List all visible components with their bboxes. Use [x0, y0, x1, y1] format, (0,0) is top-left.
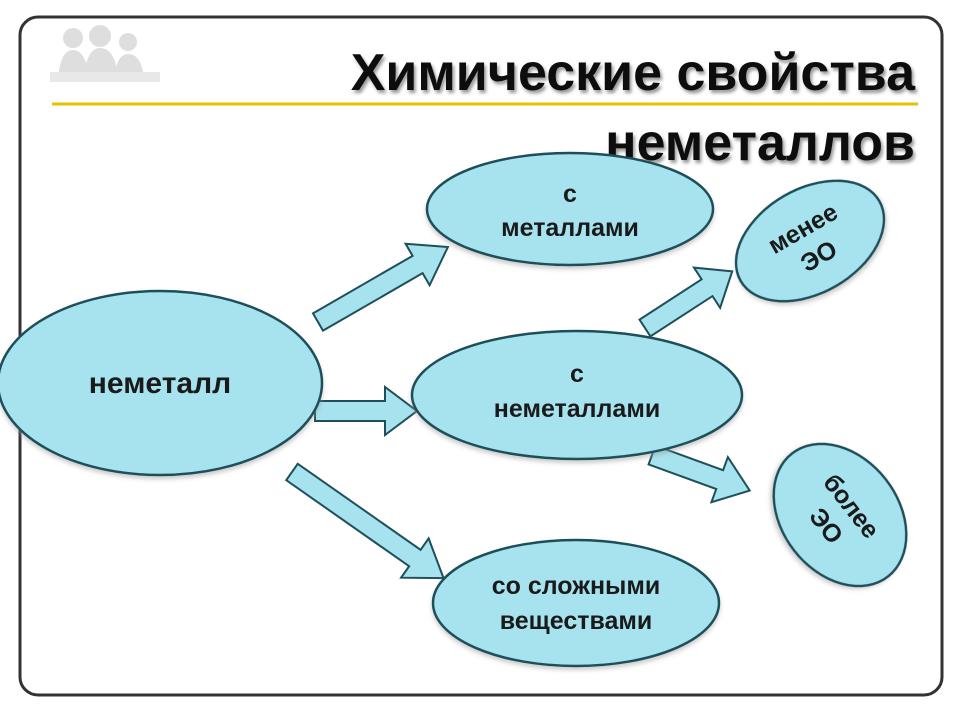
node-with-complex-line-1: со сложными	[492, 572, 661, 600]
title-line-2: неметаллов	[605, 114, 915, 172]
node-with-complex-line-2: веществами	[500, 607, 653, 635]
node-more-en: более ЭО	[772, 442, 908, 588]
node-with-nonmetals-line-2: неметаллами	[494, 395, 660, 423]
people-silhouette-icon	[50, 25, 160, 82]
node-with-nonmetals-line-1: с	[570, 360, 584, 388]
node-nonmetal: неметалл	[0, 289, 324, 477]
arrow-to-more-en	[647, 444, 752, 504]
node-with-metals-line-1: с	[563, 180, 577, 208]
node-with-complex-substances: со сложными веществами	[431, 538, 721, 668]
node-with-metals-line-2: металлами	[501, 214, 639, 242]
node-with-metals: с металлами	[425, 151, 715, 267]
arrow-to-nonmetals	[314, 385, 419, 437]
arrow-to-complex	[284, 462, 445, 580]
node-nonmetal-label: неметалл	[89, 367, 231, 400]
node-less-en: менее ЭО	[734, 179, 886, 303]
node-with-nonmetals: с неметаллами	[410, 329, 744, 461]
arrow-to-metals	[311, 242, 450, 333]
title-line-1: Химические свойства	[351, 44, 916, 102]
arrow-to-less-en	[638, 266, 734, 338]
